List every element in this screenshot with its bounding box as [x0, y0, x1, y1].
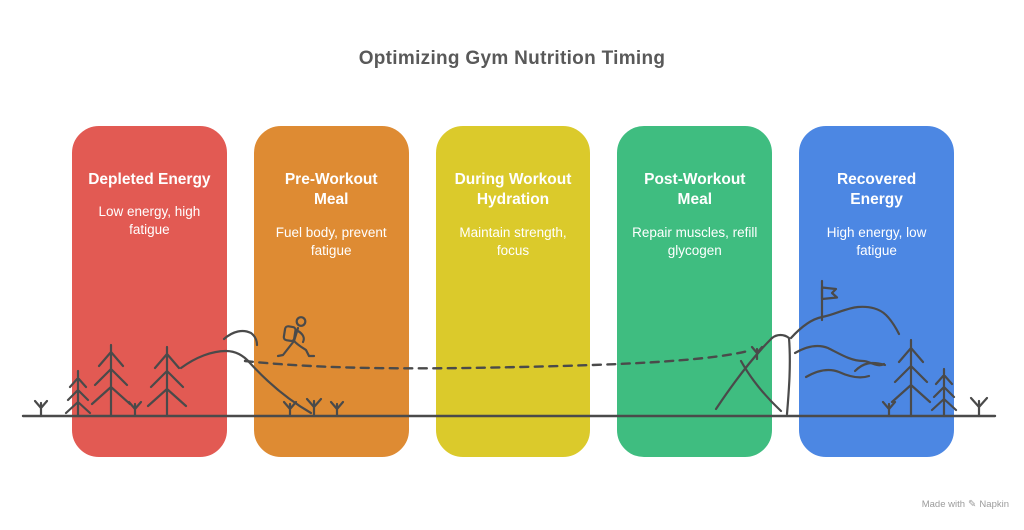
watermark-text: Made with	[921, 499, 966, 510]
card-subtitle: Low energy, high fatigue	[98, 204, 201, 238]
card-recovered-energy: Recovered Energy High energy, low fatigu…	[796, 123, 957, 460]
card-title: Post-Workout Meal	[644, 171, 746, 209]
stage-cards: Depleted Energy Low energy, high fatigue…	[69, 123, 957, 460]
card-subtitle: High energy, low fatigue	[826, 224, 927, 258]
napkin-logo-icon: ✎	[968, 498, 977, 510]
sprout-icon	[33, 399, 49, 418]
card-post-workout-meal: Post-Workout Meal Repair muscles, refill…	[614, 123, 776, 460]
card-title: Pre-Workout Meal	[284, 171, 378, 209]
card-during-workout-hydration: During Workout Hydration Maintain streng…	[432, 123, 594, 460]
card-pre-workout-meal: Pre-Workout Meal Fuel body, prevent fati…	[250, 123, 412, 460]
page-title: Optimizing Gym Nutrition Timing	[358, 48, 666, 69]
card-title: Recovered Energy	[836, 171, 917, 209]
watermark: Made with ✎ Napkin	[922, 499, 1009, 510]
watermark-brand: Napkin	[979, 499, 1009, 510]
card-subtitle: Maintain strength, focus	[459, 224, 567, 258]
card-subtitle: Fuel body, prevent fatigue	[275, 224, 387, 258]
card-depleted-energy: Depleted Energy Low energy, high fatigue	[69, 123, 230, 460]
card-title: During Workout Hydration	[454, 171, 572, 209]
card-title: Depleted Energy	[88, 171, 211, 188]
card-subtitle: Repair muscles, refill glycogen	[632, 224, 758, 258]
sprout-icon	[969, 396, 989, 418]
